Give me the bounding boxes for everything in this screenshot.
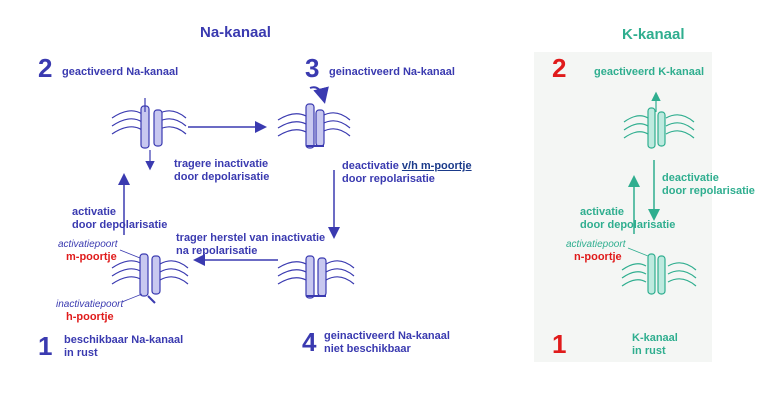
h-gate-name: h-poortje: [66, 311, 114, 323]
k-state2-label: geactiveerd K-kanaal: [594, 66, 705, 78]
k-deact-label-2: door repolarisatie: [662, 185, 755, 197]
t41-label-1: trager herstel van inactivatie: [176, 232, 326, 244]
m-gate-name: m-poortje: [66, 251, 117, 263]
t12-label-1: activatie: [72, 206, 117, 218]
k-state1-label-2: in rust: [632, 345, 666, 357]
na-title: Na-kanaal: [200, 24, 271, 41]
na-state3-number: 3: [305, 53, 320, 83]
na-channel-state3-icon: [277, 86, 351, 149]
k-state1-number: 1: [552, 329, 567, 359]
na-state4-label-1: geinactiveerd Na-kanaal: [324, 330, 450, 342]
t12-label-2: door depolarisatie: [72, 219, 168, 231]
t34-label-1: deactivatie v/h m-poortje: [342, 160, 472, 173]
k-title: K-kanaal: [622, 26, 685, 43]
na-state1-label-1: beschikbaar Na-kanaal: [64, 334, 184, 346]
na-channel-state1-icon: [111, 253, 189, 304]
na-state1-number: 1: [38, 331, 53, 361]
na-state3-label: geinactiveerd Na-kanaal: [329, 66, 455, 78]
k-state1-label-1: K-kanaal: [632, 332, 678, 344]
k-deact-label-1: deactivatie: [662, 172, 719, 184]
n-gate-pointer: [627, 247, 649, 257]
k-panel-background: [534, 52, 712, 362]
m-gate-pointer: [119, 249, 141, 259]
n-gate-caption: activatiepoort: [566, 239, 626, 250]
na-state1-label-2: in rust: [64, 347, 98, 359]
na-state4-label-2: niet beschikbaar: [324, 343, 411, 355]
k-act-label-1: activatie: [580, 206, 625, 218]
m-gate-caption: activatiepoort: [58, 239, 118, 250]
k-act-label-2: door depolarisatie: [580, 219, 676, 231]
na-state2-number: 2: [38, 53, 53, 83]
t23-label-2: door depolarisatie: [174, 171, 270, 183]
na-channel-state4-icon: [277, 255, 355, 299]
h-gate-pointer: [121, 293, 143, 303]
t34-label-1a: deactivatie: [342, 160, 402, 172]
na-channel-state2-icon: [111, 98, 187, 171]
t34-label-2: door repolarisatie: [342, 173, 435, 185]
h-gate-caption: inactivatiepoort: [56, 299, 124, 310]
k-state2-number: 2: [552, 53, 567, 83]
t23-label-1: tragere inactivatie: [174, 158, 269, 170]
t34-label-1b: v/h m-poortje: [401, 160, 472, 172]
k-channel-active-icon: [623, 91, 695, 149]
na-state2-label: geactiveerd Na-kanaal: [62, 66, 179, 78]
t41-label-2: na repolarisatie: [176, 245, 258, 257]
na-state4-number: 4: [302, 327, 317, 357]
k-channel-rest-icon: [621, 253, 697, 295]
n-gate-name: n-poortje: [574, 251, 622, 263]
